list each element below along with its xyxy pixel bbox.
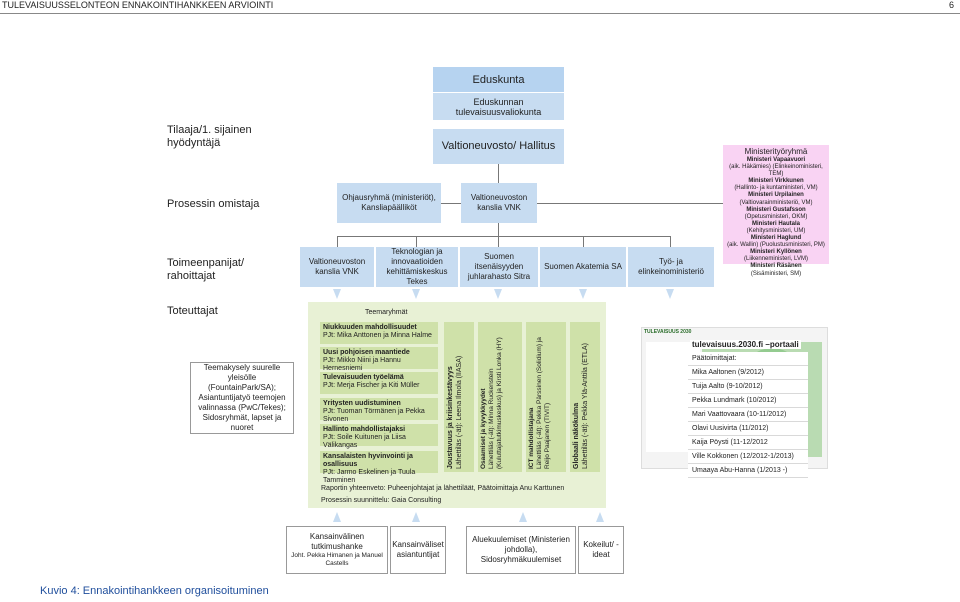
editor-item: Mari Vaattovaara (10-11/2012): [688, 408, 808, 422]
editor-item: Ville Kokkonen (12/2012-1/2013): [688, 450, 808, 464]
minister-item: Ministeri Haglund(aik. Wallin) (Puolustu…: [727, 235, 825, 249]
eduskunta-box: Eduskunta: [433, 67, 564, 92]
funder-tekes: Teknologian ja innovaatioiden kehittämis…: [376, 247, 458, 287]
connector-line: [670, 236, 671, 247]
editors-panel: Päätoimittajat: Mika Aaltonen (9/2012) T…: [688, 352, 808, 478]
bottom-box: Aluekuulemiset (Ministerien johdolla), S…: [466, 526, 576, 574]
arrow-up-icon: [596, 512, 604, 522]
ohjausryhma-box: Ohjausryhmä (ministeriöt), Kansliapäälli…: [337, 183, 441, 223]
hallitus-box: Valtioneuvosto/ Hallitus: [433, 129, 564, 164]
ministerityoryhma-box: Ministerityöryhmä Ministeri Vapaavuori(a…: [723, 145, 829, 277]
figure-caption: Kuvio 4: Ennakointihankkeen organisoitum…: [40, 585, 269, 597]
valiokunta-box: Eduskunnan tulevaisuusvaliokunta: [433, 93, 564, 120]
minister-item: Ministeri Urpilainen(Valtiovarainministe…: [739, 192, 813, 206]
arrow-up-icon: [412, 512, 420, 522]
connector-line: [537, 203, 723, 204]
survey-box: Teemakysely suurelle yleisölle (Fountain…: [190, 362, 294, 434]
minister-item: Ministeri Kyllönen(Liikenneministeri, LV…: [744, 249, 808, 263]
connector-line: [337, 236, 670, 237]
portal-title: tulevaisuus.2030.fi –portaali: [690, 340, 801, 349]
minister-item: Ministeri Vapaavuori(aik. Häkämies) (Eli…: [729, 157, 823, 178]
arrow-up-icon: [333, 512, 341, 522]
arrow-down-icon: [494, 289, 502, 299]
editor-item: Kaija Pöysti (11-12/2012: [688, 436, 808, 450]
editor-item: Olavi Uusivirta (11/2012): [688, 422, 808, 436]
connector-line: [337, 236, 338, 247]
bottom-box: Kansainväliset asiantuntijat: [390, 526, 446, 574]
editor-item: Tuija Aalto (9-10/2012): [688, 380, 808, 394]
connector-line: [498, 223, 499, 247]
editor-item: Umaaya Abu-Hanna (1/2013 -): [688, 464, 808, 478]
row-label-toteuttajat: Toteuttajat: [167, 305, 218, 317]
row-label-omistaja: Prosessin omistaja: [167, 198, 260, 210]
connector-line: [416, 236, 417, 247]
page-number: 6: [948, 0, 954, 10]
bottom-box: Kansainvälinen tutkimushanke Joht. Pekka…: [286, 526, 388, 574]
prosessin-suunnittelu: Prosessin suunnittelu: Gaia Consulting: [321, 497, 442, 504]
funder-tem: Työ- ja elinkeinoministeriö: [628, 247, 714, 287]
minister-item: Ministeri Räsänen(Sisäministeri, SM): [750, 263, 802, 277]
connector-line: [441, 203, 461, 204]
minister-item: Ministeri Gustafsson(Opetusministeri, OK…: [744, 206, 808, 220]
vnk-box: Valtioneuvoston kanslia VNK: [461, 183, 537, 223]
minister-item: Ministeri Hautala(Kehitysministeri, UM): [746, 220, 806, 234]
minister-item: Ministeri Virkkunen(Hallinto- ja kuntami…: [734, 178, 818, 192]
raportin-yhteenveto: Raportin yhteenveto: Puheenjohtajat ja l…: [321, 485, 565, 492]
arrow-up-icon: [519, 512, 527, 522]
funder-akatemia: Suomen Akatemia SA: [540, 247, 626, 287]
connector-line: [583, 236, 584, 247]
connector-line: [498, 164, 499, 183]
row-label-toimeenpanijat: Toimeenpanijat/ rahoittajat: [167, 257, 245, 282]
bottom-box: Kokeilut/ -ideat: [578, 526, 624, 574]
arrow-down-icon: [666, 289, 674, 299]
summary-text: Raportin yhteenveto: Puheenjohtajat ja l…: [321, 484, 601, 505]
arrow-down-icon: [579, 289, 587, 299]
portal-logo: TULEVAISUUS 2030: [644, 329, 692, 335]
editor-item: Mika Aaltonen (9/2012): [688, 366, 808, 380]
page-header: TULEVAISUUSSELONTEON ENNAKOINTIHANKKEEN …: [0, 0, 960, 14]
funder-vnk: Valtioneuvoston kanslia VNK: [300, 247, 374, 287]
ministerityoryhma-title: Ministerityöryhmä: [744, 147, 808, 156]
arrow-down-icon: [412, 289, 420, 299]
arrow-down-icon: [333, 289, 341, 299]
teemaryhmat-label: Teemaryhmät: [365, 309, 408, 316]
document-title: TULEVAISUUSSELONTEON ENNAKOINTIHANKKEEN …: [2, 0, 274, 10]
editors-label: Päätoimittajat:: [688, 352, 808, 366]
editor-item: Pekka Lundmark (10/2012): [688, 394, 808, 408]
row-label-tilaaja: Tilaaja/1. sijainen hyödyntäjä: [167, 124, 252, 149]
funder-sitra: Suomen itsenäisyyden juhlarahasto Sitra: [460, 247, 538, 287]
